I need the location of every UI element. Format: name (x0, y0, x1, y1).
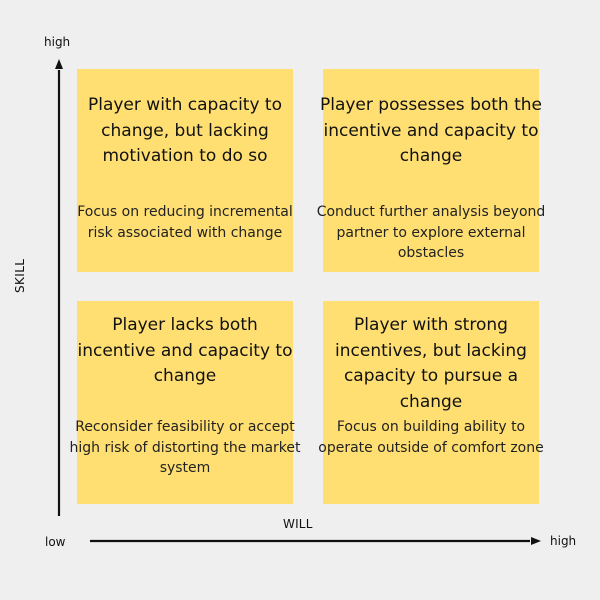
y-axis-high-label: high (44, 35, 71, 49)
quadrant-top-left: Player with capacity to change, but lack… (77, 69, 293, 272)
y-axis-arrowhead (55, 59, 63, 69)
quadrant-bottom-left: Player lacks both incentive and capacity… (70, 301, 301, 504)
quadrant-bottom-right: Player with strong incentives, but lacki… (318, 301, 544, 504)
quadrant-title: Player possesses both the incentive and … (319, 95, 543, 166)
quadrant-recommendation: Reconsider feasibility or accept high ri… (69, 419, 301, 476)
quadrant-recommendation: Focus on building ability to operate out… (318, 419, 544, 456)
x-axis-high-label: high (550, 534, 577, 548)
quadrant-title: Player with capacity to change, but lack… (87, 95, 282, 166)
quadrant-top-right: Player possesses both the incentive and … (317, 69, 545, 272)
y-axis-title: SKILL (13, 258, 27, 293)
quadrant-title: Player lacks both incentive and capacity… (77, 315, 293, 386)
quadrant-recommendation: Focus on reducing incremental risk assoc… (77, 204, 293, 241)
x-axis-low-label: low (45, 535, 66, 549)
x-axis-arrowhead (531, 537, 541, 545)
quadrant-title: Player with strong incentives, but lacki… (335, 315, 527, 412)
x-axis-title: WILL (283, 517, 313, 531)
quadrant-recommendation: Conduct further analysis beyond partner … (316, 204, 546, 261)
